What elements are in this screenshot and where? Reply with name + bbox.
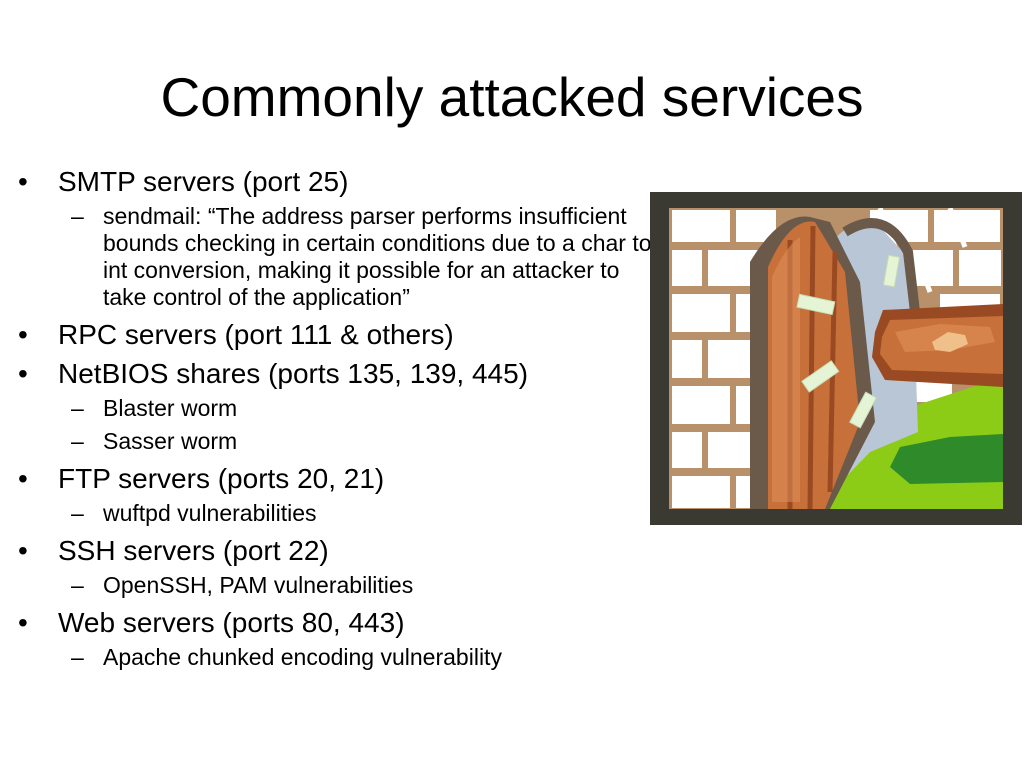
sub-bullet-item: – Sasser worm <box>18 428 658 455</box>
bullet-item: • FTP servers (ports 20, 21) <box>18 461 658 497</box>
dash-marker: – <box>71 572 84 598</box>
sub-bullet-item: – Blaster worm <box>18 395 658 422</box>
bullet-text: FTP servers (ports 20, 21) <box>58 463 385 494</box>
bullet-marker: • <box>18 607 28 638</box>
bullet-marker: • <box>18 463 28 494</box>
bullet-item: • Web servers (ports 80, 443) <box>18 605 658 641</box>
dash-marker: – <box>71 500 84 526</box>
slide-title: Commonly attacked services <box>160 66 864 128</box>
sub-bullet-item: – OpenSSH, PAM vulnerabilities <box>18 572 658 599</box>
bullet-marker: • <box>18 319 28 350</box>
bullet-item: • SSH servers (port 22) <box>18 533 658 569</box>
bullet-marker: • <box>18 166 28 197</box>
bullet-item: • SMTP servers (port 25) <box>18 164 658 200</box>
sub-bullet-item: – Apache chunked encoding vulnerability <box>18 644 658 671</box>
sub-bullet-item: – sendmail: “The address parser performs… <box>18 203 658 311</box>
sub-bullet-text: Apache chunked encoding vulnerability <box>103 644 502 670</box>
shrub <box>890 434 1003 484</box>
bullet-text: RPC servers (port 111 & others) <box>58 319 454 350</box>
bullet-text: SMTP servers (port 25) <box>58 166 349 197</box>
bullet-marker: • <box>18 535 28 566</box>
sub-bullet-item: – wuftpd vulnerabilities <box>18 500 658 527</box>
sub-bullet-text: wuftpd vulnerabilities <box>103 500 317 526</box>
broken-door-icon <box>650 192 1022 525</box>
dash-marker: – <box>71 428 84 454</box>
bullet-item: • NetBIOS shares (ports 135, 139, 445) <box>18 356 658 392</box>
sub-bullet-text: sendmail: “The address parser performs i… <box>103 203 652 310</box>
bullet-list: • SMTP servers (port 25) – sendmail: “Th… <box>18 163 658 677</box>
bullet-text: Web servers (ports 80, 443) <box>58 607 405 638</box>
dash-marker: – <box>71 644 84 670</box>
sub-bullet-text: Sasser worm <box>103 428 238 454</box>
sub-bullet-text: Blaster worm <box>103 395 238 421</box>
bullet-text: NetBIOS shares (ports 135, 139, 445) <box>58 358 529 389</box>
sub-bullet-text: OpenSSH, PAM vulnerabilities <box>103 572 414 598</box>
bullet-item: • RPC servers (port 111 & others) <box>18 317 658 353</box>
dash-marker: – <box>71 203 84 229</box>
bullet-text: SSH servers (port 22) <box>58 535 329 566</box>
dash-marker: – <box>71 395 84 421</box>
bullet-marker: • <box>18 358 28 389</box>
